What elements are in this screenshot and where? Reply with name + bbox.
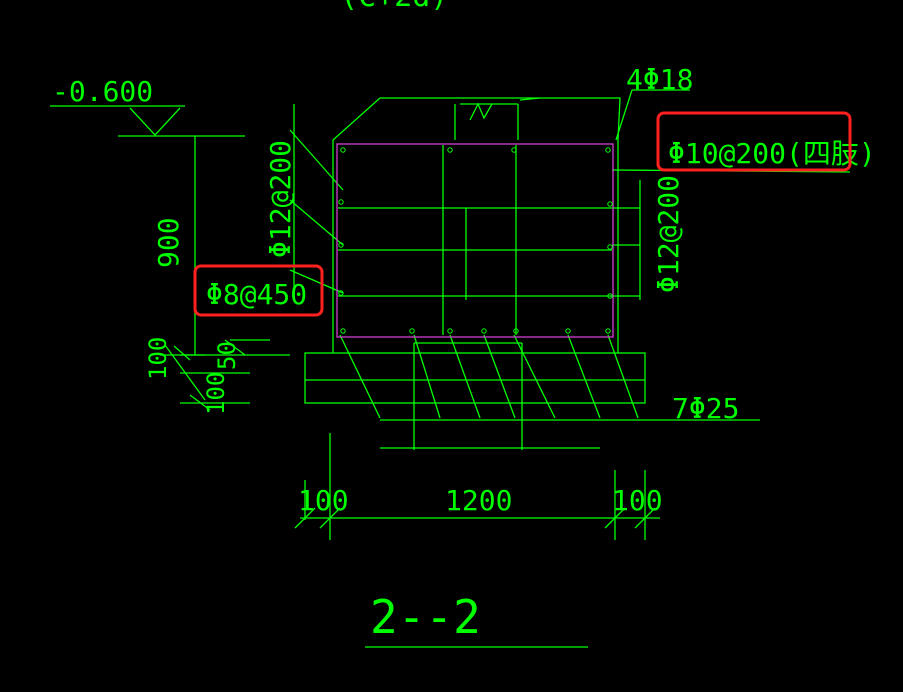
top-rebar-label: 4Φ18 [626,63,693,96]
top-partial-label: (C+2d) [340,0,448,14]
stirrup-outline [336,143,614,338]
dim-50-label: 50 [213,341,241,370]
stirrup-label: Φ10@200(四肢) [668,137,876,170]
tie-highlight-box [193,264,324,317]
stirrup-highlight-box [656,111,852,172]
level-mark-label: -0.600 [52,75,153,108]
height-900-label: 900 [152,217,185,268]
right-side-dim-label: 100 [612,484,663,517]
dim-100-a-label: 100 [144,337,172,380]
rebar-dots [338,147,613,334]
bottom-rebar-label: 7Φ25 [672,392,739,425]
section-label: 2--2 [370,590,481,644]
width-dim-label: 1200 [445,484,512,517]
beam-outline [50,89,851,648]
side-right-rebar-label: Φ12@200 [652,175,685,293]
left-side-dim-label: 100 [298,484,349,517]
tie-rebar-label: Φ8@450 [206,278,307,311]
side-left-rebar-label: Φ12@200 [264,140,297,258]
dim-100-b-label: 100 [202,372,230,415]
